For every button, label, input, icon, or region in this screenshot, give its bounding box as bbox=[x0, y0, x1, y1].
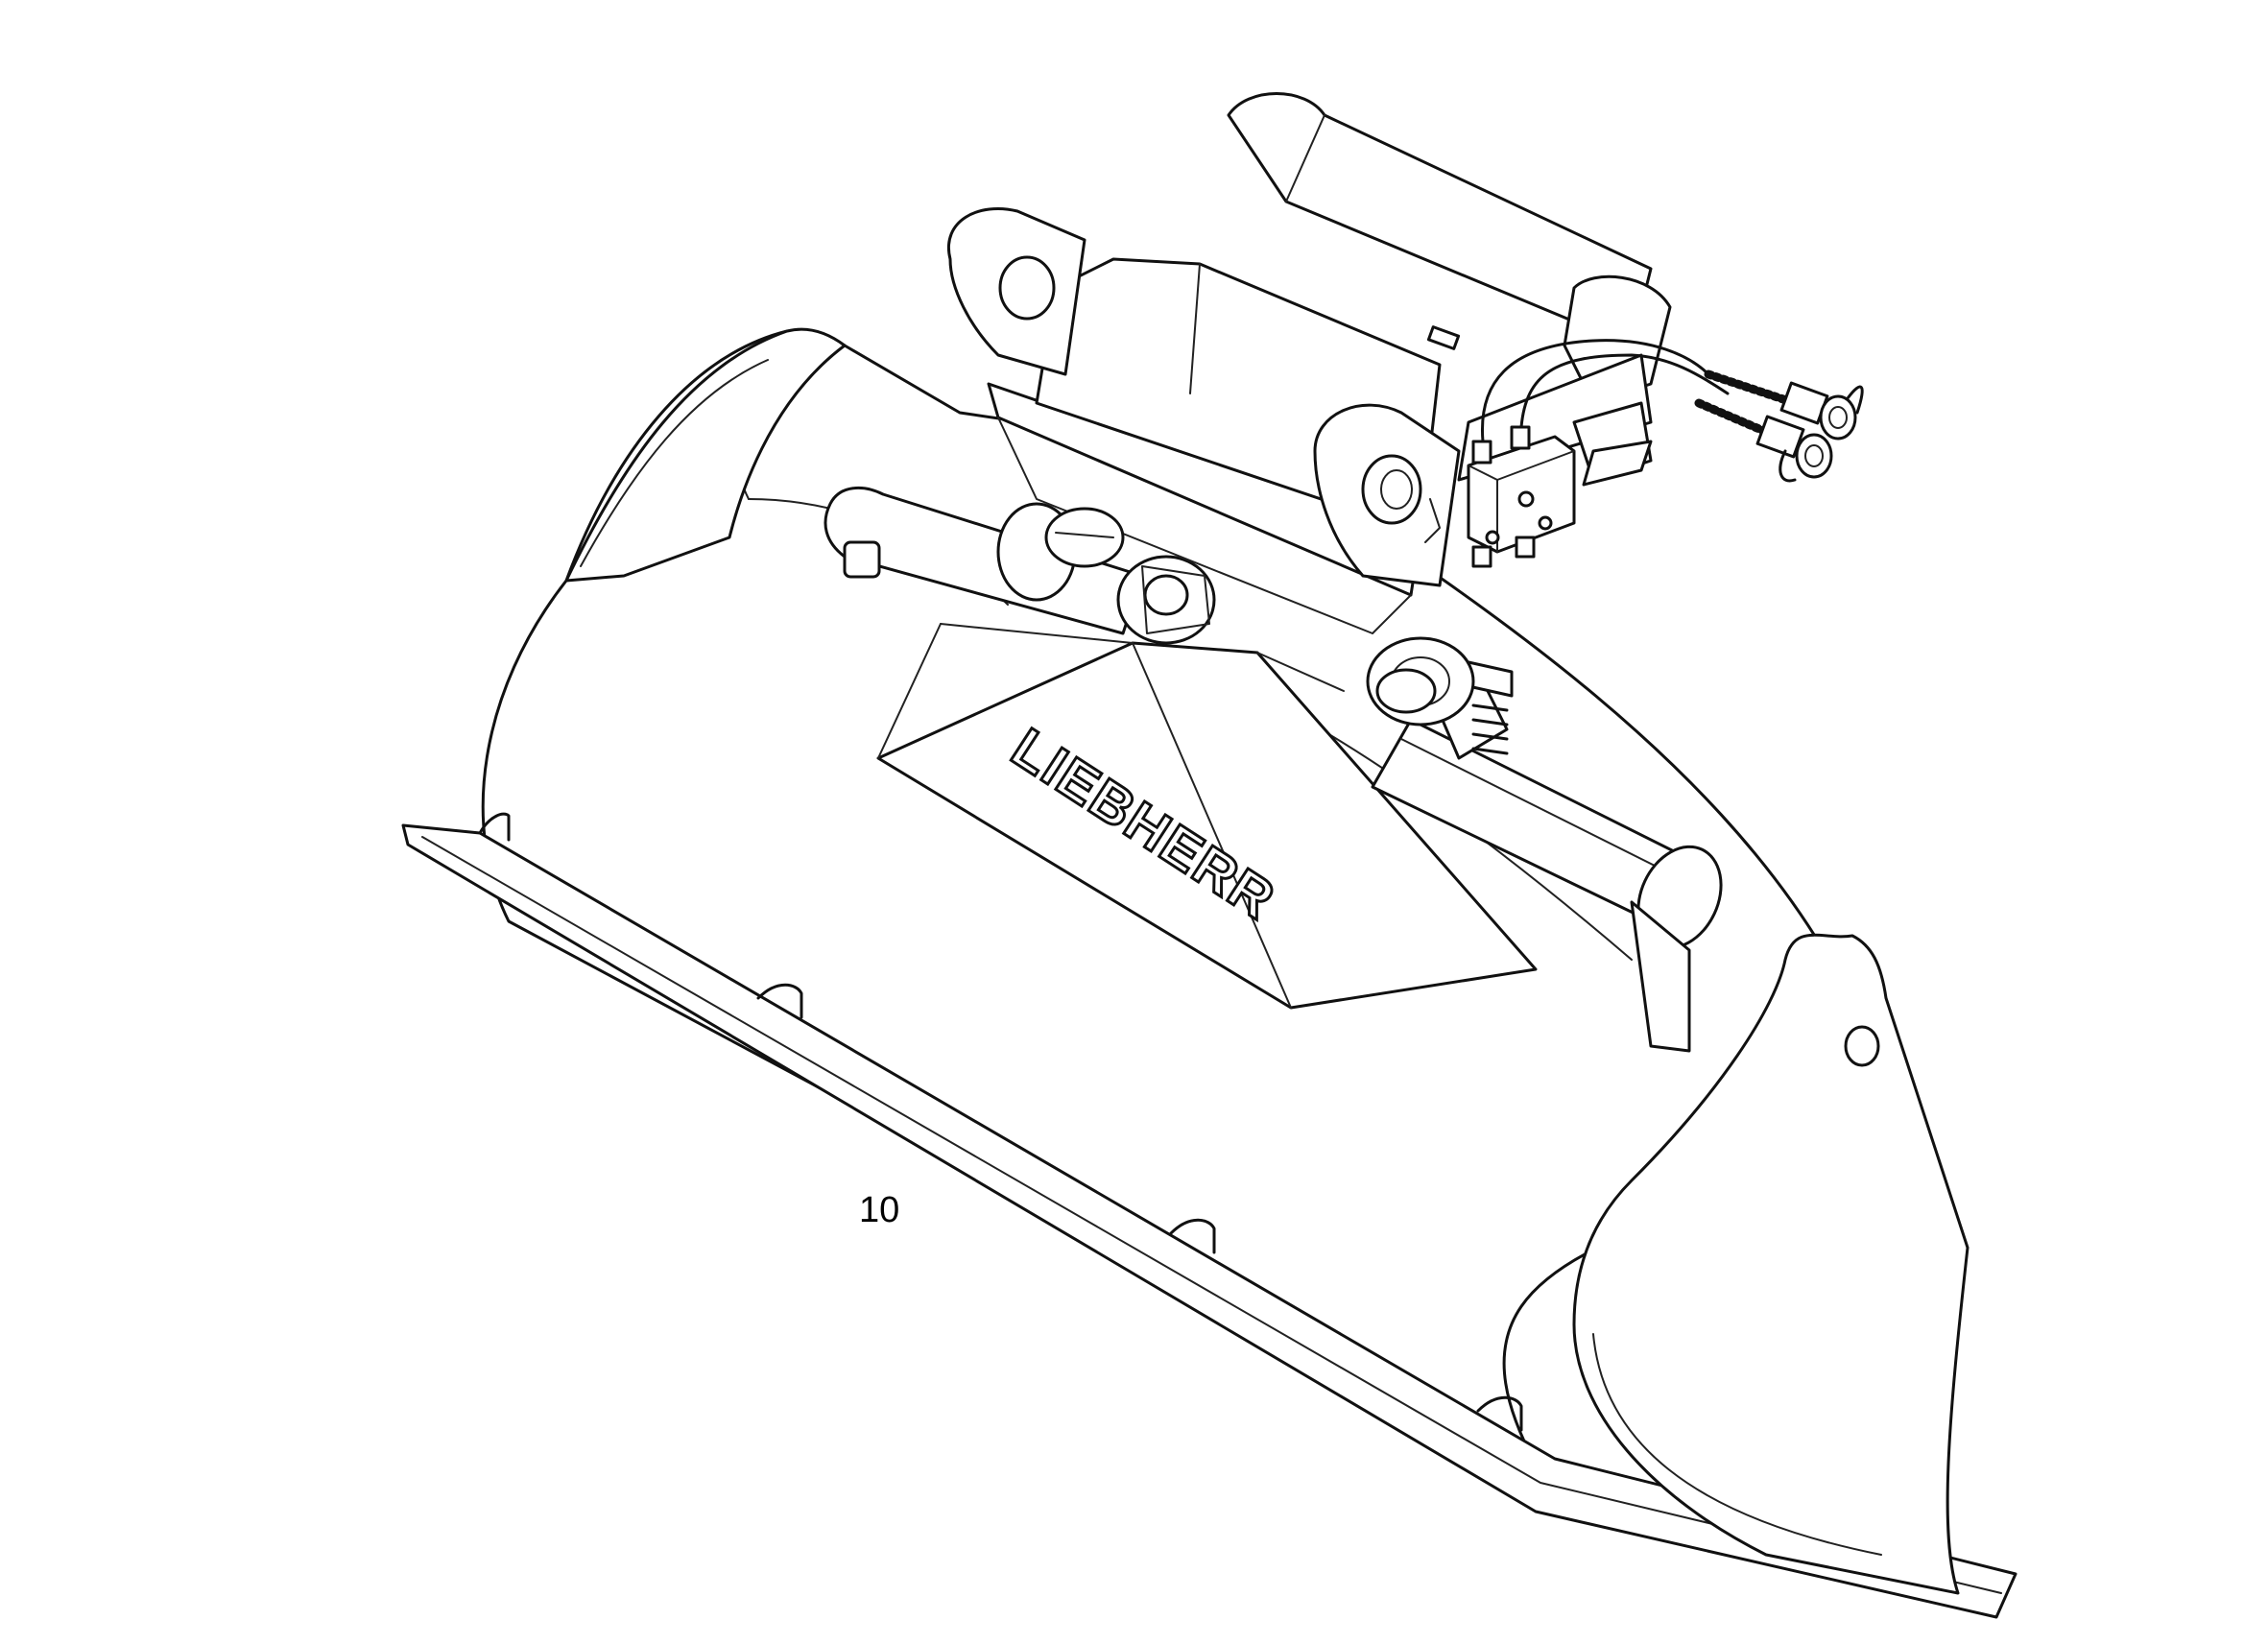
quick-coupler bbox=[947, 92, 1672, 634]
pivot-housing bbox=[876, 623, 1538, 1010]
coupler-pin-hole-icon bbox=[998, 255, 1056, 321]
left-link-arm bbox=[824, 486, 1216, 645]
quick-disconnect-coupling-lower bbox=[1755, 415, 1833, 483]
cutting-edge bbox=[401, 812, 2017, 1619]
quick-disconnect-coupling-upper bbox=[1779, 381, 1864, 441]
lower-swivel-fitting bbox=[1044, 507, 1437, 714]
tilt-cylinder bbox=[1366, 636, 1723, 1053]
bucket-right-side-plate bbox=[1572, 933, 1970, 1595]
right-mount-bracket bbox=[1572, 401, 1653, 487]
side-plate-hole-icon bbox=[1844, 1025, 1880, 1067]
bucket-left-side-plate bbox=[564, 327, 847, 583]
hydraulic-hoses bbox=[1480, 339, 1800, 443]
hydraulic-valve-block bbox=[1467, 425, 1576, 568]
coupler-front-pin-hole-icon bbox=[1361, 454, 1422, 525]
part-callout-number: 10 bbox=[859, 1190, 900, 1230]
